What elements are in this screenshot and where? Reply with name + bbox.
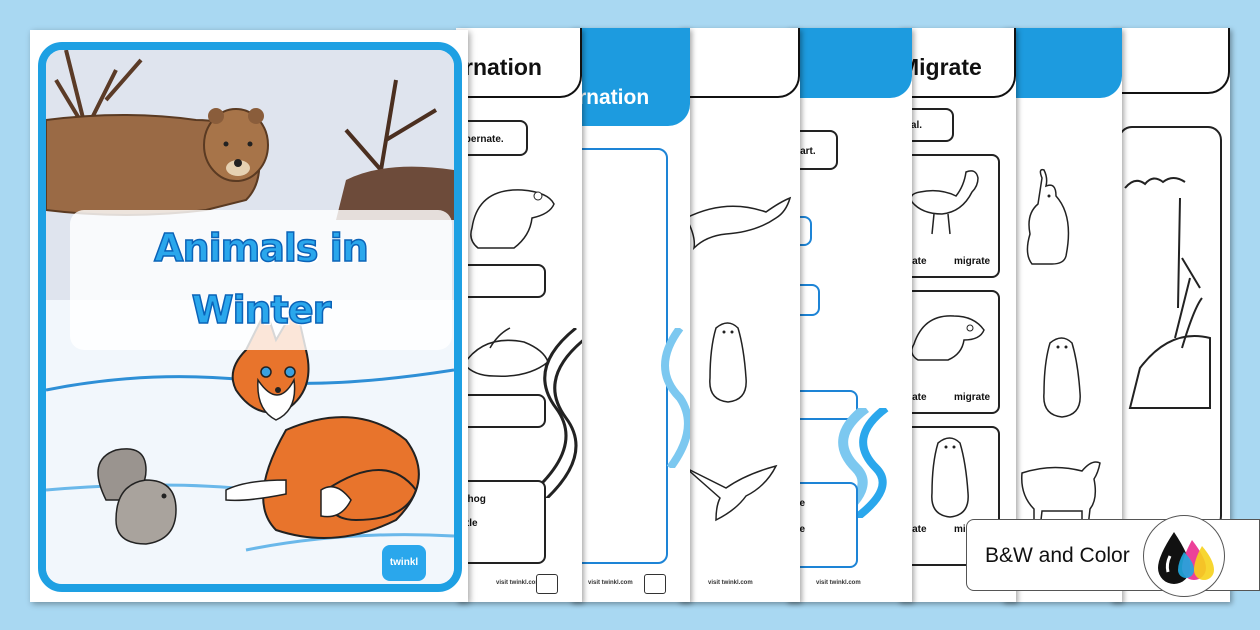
hummingbird-illustration: [685, 464, 778, 522]
frog-illustration: [911, 315, 985, 361]
page-header: rnation: [456, 28, 582, 98]
river-wave-decoration: [525, 328, 582, 498]
page-title: Migrate: [900, 54, 982, 80]
river-wave-decoration: [661, 328, 690, 468]
cover-page: Animals in Winter twinkl: [30, 30, 468, 602]
page-header: [678, 28, 800, 98]
picture-panel: [1118, 126, 1222, 530]
instruction-text: ibernate.: [462, 134, 504, 145]
mountain-goat-illustration: [1021, 461, 1101, 530]
worksheet-page-5: Migrate mal. nate migrate nate migrate n…: [898, 28, 1016, 602]
page-header: rnation: [570, 28, 690, 126]
answer-box: [456, 264, 546, 298]
worksheet-page-1: rnation ibernate. ehog rtle visit twinkl…: [456, 28, 582, 602]
page-header: [1110, 28, 1230, 94]
ink-drops-icon: [1143, 515, 1225, 597]
groundhog-illustration: [709, 322, 747, 403]
option-label: nate: [906, 524, 927, 535]
page-header: [786, 28, 912, 98]
option-label: rtle: [462, 518, 478, 529]
footer-text: visit twinkl.com: [708, 580, 753, 586]
option-label: migrate: [954, 392, 991, 403]
writing-panel: [570, 148, 668, 564]
page-header: Migrate: [898, 28, 1016, 98]
fox-illustration: [225, 303, 420, 539]
worksheet-page-7: [1110, 28, 1230, 602]
worksheet-page-2: rnation visit twinkl.com: [570, 28, 690, 602]
animal-card: [900, 154, 1000, 278]
page-title: rnation: [578, 86, 650, 109]
twinkl-logo-icon: [536, 574, 558, 594]
groundhog-illustration: [1043, 337, 1081, 418]
instruction-text: mal.: [902, 120, 923, 131]
ink-drops-graphic: [1158, 532, 1214, 584]
bw-and-color-badge: B&W and Color: [966, 515, 1260, 597]
option-label: migrate: [954, 256, 991, 267]
whale-illustration: [684, 196, 792, 251]
worksheet-page-6: [1002, 28, 1122, 602]
worksheet-page-4: part. se ye visit twinkl.com: [786, 28, 912, 602]
worksheet-page-3: visit twinkl.com: [678, 28, 800, 602]
option-label: nate: [906, 256, 927, 267]
title-panel: Animals in Winter: [70, 210, 452, 350]
twinkl-logo: twinkl: [382, 545, 426, 581]
answer-box: ehog rtle: [456, 480, 546, 564]
page-header: [1002, 28, 1122, 98]
tundra-scene-illustration: [1124, 177, 1211, 409]
hare-illustration: [1026, 168, 1070, 265]
answer-box: [456, 394, 546, 428]
cover-frame: Animals in Winter twinkl: [38, 42, 462, 592]
option-label: ehog: [462, 494, 486, 505]
cover-title-line-2: Winter: [191, 287, 332, 333]
frog-illustration: [470, 189, 555, 249]
goose-illustration: [910, 170, 979, 235]
footer-text: visit twinkl.com: [496, 580, 541, 586]
option-label: nate: [906, 392, 927, 403]
page-title: rnation: [464, 54, 542, 80]
squirrel-illustration: [97, 448, 177, 545]
twinkl-logo-icon: [644, 574, 666, 594]
groundhog-illustration: [931, 437, 969, 518]
footer-text: visit twinkl.com: [816, 580, 861, 586]
instruction-text: part.: [794, 146, 816, 157]
cover-title-line-1: Animals in: [153, 225, 369, 271]
footer-text: visit twinkl.com: [588, 580, 633, 586]
bw-and-color-label: B&W and Color: [985, 544, 1130, 567]
instruction-box: ibernate.: [456, 120, 528, 156]
